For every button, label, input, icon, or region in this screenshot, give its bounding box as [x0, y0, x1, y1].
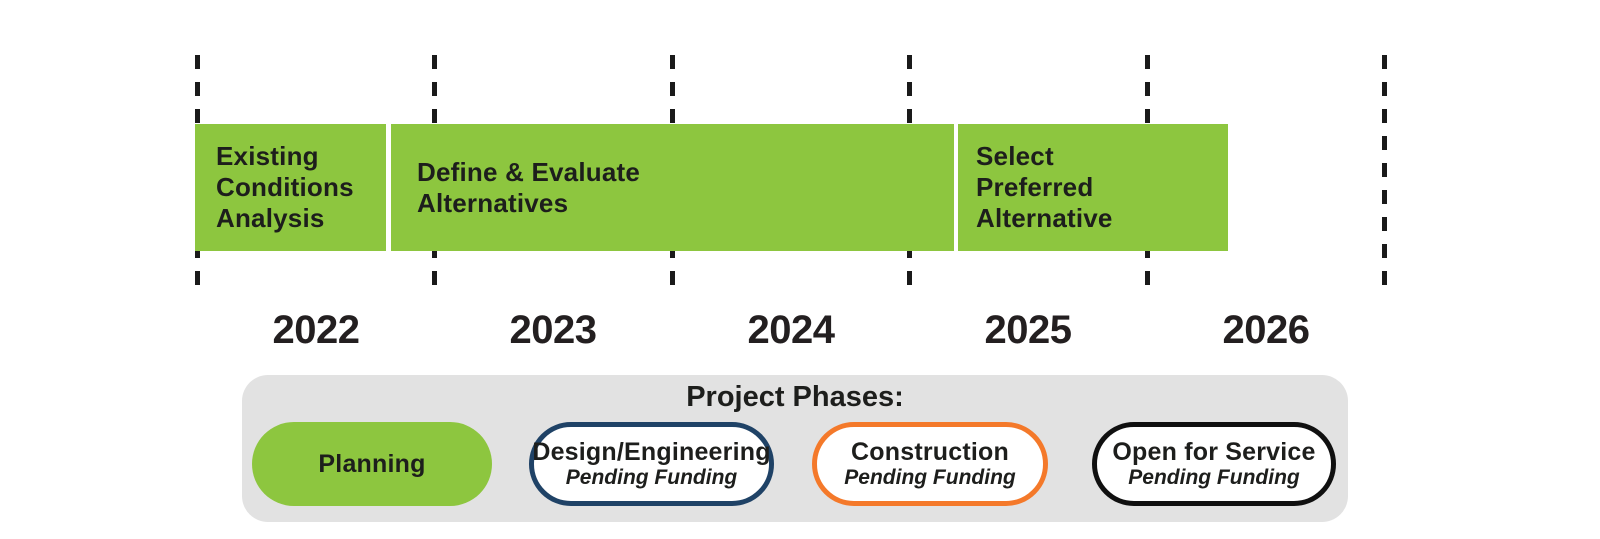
phase-bar-select-preferred-alternative: Select Preferred Alternative [958, 124, 1228, 251]
year-label-2025: 2025 [984, 308, 1072, 352]
phase-bar-define-evaluate-alternatives: Define & Evaluate Alternatives [391, 124, 954, 251]
year-label-2022: 2022 [272, 308, 360, 352]
phase-bar-existing-conditions-analysis: Existing Conditions Analysis [195, 124, 386, 251]
legend-pill-label: Open for Service [1112, 438, 1316, 466]
legend-pill-label: Construction [851, 438, 1009, 466]
legend-pill-label: Planning [318, 450, 426, 478]
legend-pill-planning: Planning [252, 422, 492, 506]
legend-panel: Project Phases: Planning Design/Engineer… [242, 375, 1348, 522]
legend-pill-sublabel: Pending Funding [1128, 466, 1300, 489]
legend-pill-label: Design/Engineering [532, 438, 771, 466]
year-label-2023: 2023 [509, 308, 597, 352]
year-label-2024: 2024 [747, 308, 835, 352]
legend-pill-construction: Construction Pending Funding [812, 422, 1048, 506]
legend-title: Project Phases: [686, 381, 904, 413]
legend-pill-open-for-service: Open for Service Pending Funding [1092, 422, 1336, 506]
phase-bar-label: Existing Conditions Analysis [216, 141, 354, 233]
phase-bar-label: Select Preferred Alternative [976, 141, 1113, 233]
year-gridline [1382, 55, 1387, 298]
phase-bar-label: Define & Evaluate Alternatives [417, 156, 641, 218]
year-label-2026: 2026 [1222, 308, 1310, 352]
legend-pill-sublabel: Pending Funding [844, 466, 1016, 489]
legend-pill-sublabel: Pending Funding [565, 466, 738, 489]
legend-pill-design-engineering: Design/Engineering Pending Funding [529, 422, 774, 506]
